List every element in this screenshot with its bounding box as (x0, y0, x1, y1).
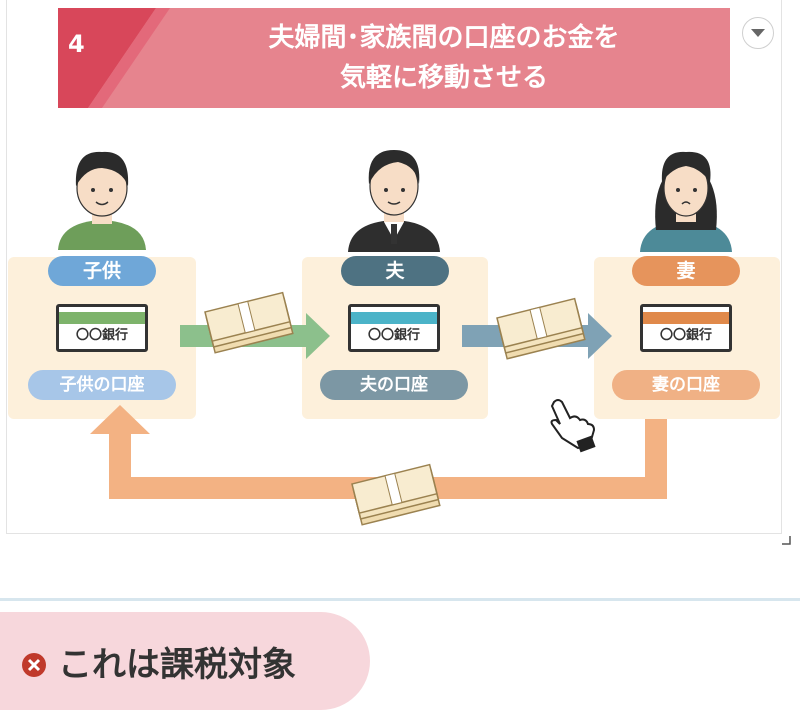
hand-cursor-icon (550, 399, 596, 453)
verdict-badge (0, 612, 370, 710)
resize-handle-icon[interactable] (781, 535, 791, 545)
wife-account-label: 妻の口座 (612, 370, 760, 400)
money-stack-icon (351, 463, 441, 526)
wife-bank-card: 〇〇銀行 (640, 304, 732, 352)
child-bank-card: 〇〇銀行 (56, 304, 148, 352)
slide-title-banner: 4 夫婦間･家族間の口座のお金を 気軽に移動させる (58, 8, 730, 108)
money-stack-icon (204, 291, 294, 354)
slide-title-line1: 夫婦間･家族間の口座のお金を (268, 23, 620, 53)
bank-label: 〇〇銀行 (75, 328, 128, 343)
slide-title-line2: 気軽に移動させる (339, 63, 548, 93)
husband-person-icon (348, 150, 440, 252)
money-stack-icon (496, 297, 586, 360)
husband-role-pill: 夫 (341, 256, 449, 286)
arrow-child-to-husband-head (306, 313, 330, 359)
card-stripe (351, 312, 437, 324)
dropdown-button[interactable] (742, 17, 774, 49)
child-person-icon (58, 151, 146, 250)
section-divider (0, 598, 800, 601)
husband-bank-card: 〇〇銀行 (348, 304, 440, 352)
husband-account-label: 夫の口座 (320, 370, 468, 400)
return-arrow-head (90, 405, 150, 434)
card-stripe (59, 312, 145, 324)
bank-label: 〇〇銀行 (659, 328, 712, 343)
verdict-text: これは課税対象 (58, 645, 296, 685)
transfer-diagram (58, 150, 732, 526)
banner-number-shape (58, 8, 170, 108)
child-account-label: 子供の口座 (28, 370, 176, 400)
child-role-pill: 子供 (48, 256, 156, 286)
bank-label: 〇〇銀行 (367, 328, 420, 343)
chevron-down-icon (751, 29, 765, 37)
wife-role-pill: 妻 (632, 256, 740, 286)
slide-title: 夫婦間･家族間の口座のお金を 気軽に移動させる (158, 18, 730, 98)
wife-person-icon (640, 151, 732, 252)
x-circle-icon (22, 653, 46, 677)
arrow-husband-to-wife-head (588, 313, 612, 359)
slide-number: 4 (68, 30, 85, 58)
card-stripe (643, 312, 729, 324)
